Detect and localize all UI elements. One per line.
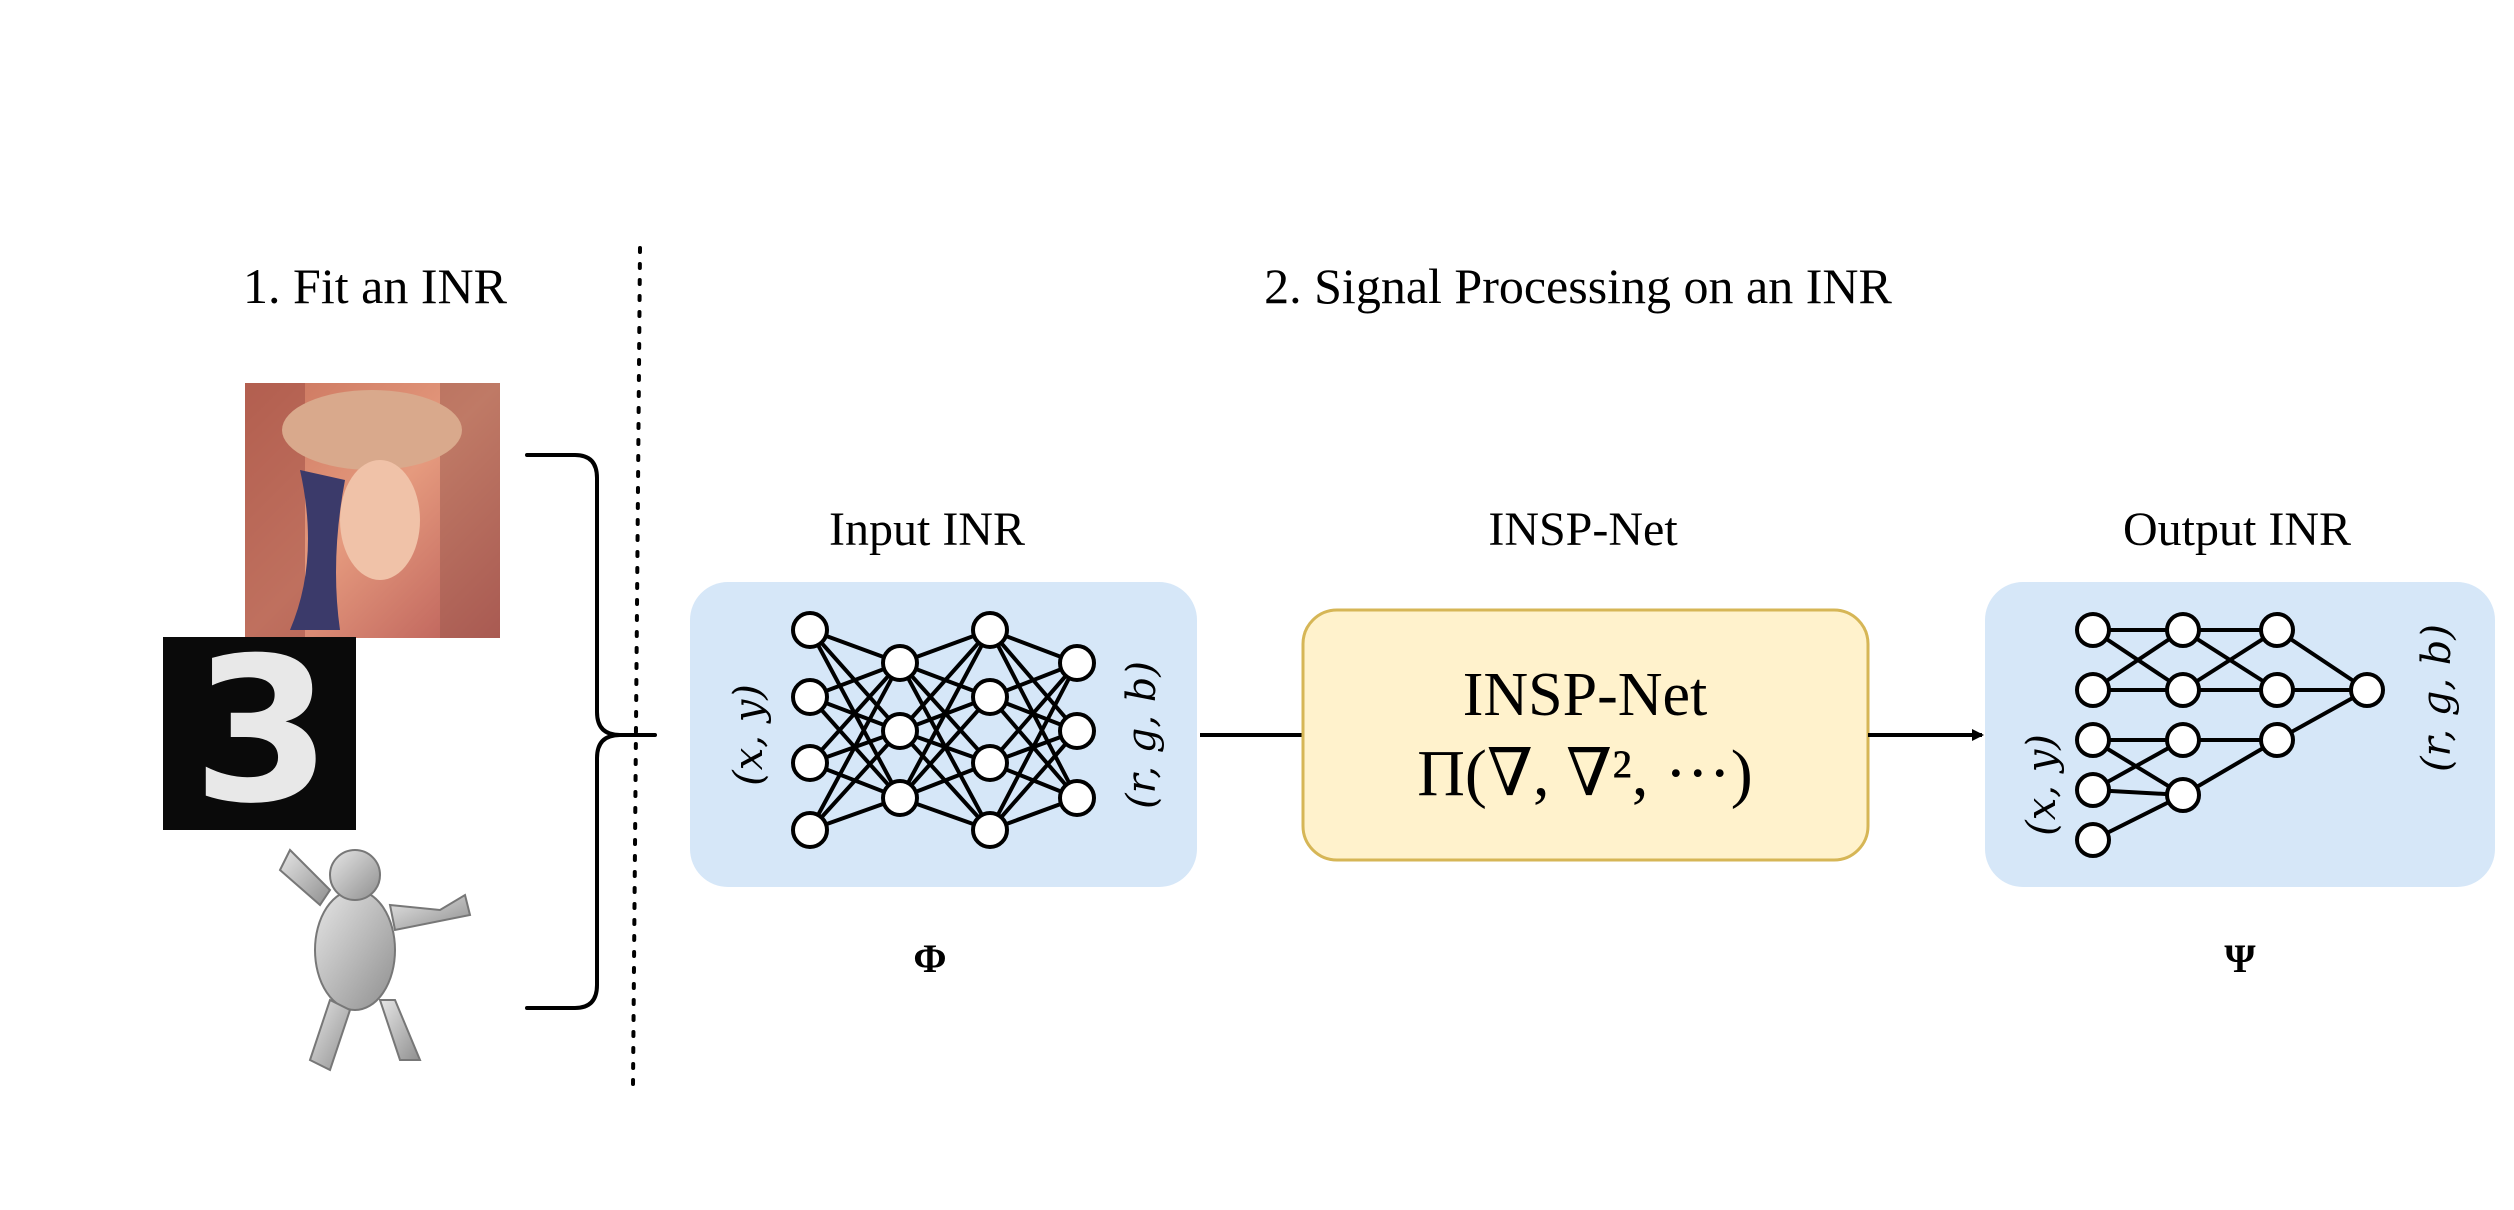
network-node: [791, 811, 829, 849]
input-inr-output-var: (r, g, b): [1119, 661, 1165, 809]
section-2-title: 2. Signal Processing on an INR: [1264, 258, 1892, 314]
output-inr-output-var: (r, g, b): [2414, 624, 2460, 772]
network-node: [2165, 722, 2201, 758]
network-node: [971, 678, 1009, 716]
portrait-photo-icon: [245, 383, 500, 638]
network-node: [2165, 777, 2201, 813]
network-node: [2165, 612, 2201, 648]
network-edge: [988, 661, 1079, 765]
input-inr-network-icon: [791, 611, 1096, 849]
input-inr-symbol: Φ: [913, 936, 946, 981]
network-node: [971, 611, 1009, 649]
network-node: [2259, 612, 2295, 648]
network-node: [1058, 712, 1096, 750]
network-node: [2075, 672, 2111, 708]
input-inr-input-var: (x, y): [726, 684, 772, 786]
section-1-title: 1. Fit an INR: [243, 258, 508, 314]
network-node: [2165, 672, 2201, 708]
network-node: [1058, 779, 1096, 817]
armadillo-mesh-icon: [278, 848, 472, 1072]
network-edge: [988, 729, 1079, 832]
network-node: [2075, 612, 2111, 648]
output-inr-label: Output INR: [2123, 503, 2351, 556]
network-edge: [898, 628, 992, 733]
network-node: [2075, 772, 2111, 808]
network-node: [1058, 644, 1096, 682]
output-inr-network-icon: [2075, 612, 2385, 858]
output-inr-box: [1985, 582, 2495, 887]
network-node: [2259, 722, 2295, 758]
output-inr-symbol: Ψ: [2224, 936, 2256, 981]
network-node: [971, 744, 1009, 782]
network-node: [2349, 672, 2385, 708]
network-edge: [898, 695, 992, 800]
network-edge: [988, 662, 1079, 831]
mnist-digit-icon: 3: [163, 615, 356, 848]
insp-net-formula: Π(∇, ∇², ···): [1417, 737, 1753, 810]
network-node: [791, 678, 829, 716]
network-node: [2075, 822, 2111, 858]
network-node: [791, 611, 829, 649]
section-divider: [631, 246, 642, 1087]
network-edge: [2091, 628, 2185, 692]
mnist-digit-glyph: 3: [192, 615, 331, 848]
input-inr-label: Input INR: [829, 503, 1025, 556]
network-node: [971, 811, 1009, 849]
network-edge: [898, 629, 992, 799]
input-brace: [525, 453, 657, 1010]
network-node: [2259, 672, 2295, 708]
network-node: [791, 744, 829, 782]
insp-net-label: INSP-Net: [1488, 503, 1678, 556]
insp-net-box: [1301, 608, 1870, 862]
network-edge: [2275, 628, 2369, 692]
network-edge: [2181, 738, 2279, 797]
network-node: [2075, 722, 2111, 758]
insp-net-inner-title: INSP-Net: [1463, 661, 1708, 729]
network-edge: [2181, 628, 2279, 692]
output-inr-input-var: (x, y): [2019, 734, 2065, 836]
network-edge: [808, 661, 902, 765]
network-node: [881, 712, 919, 750]
network-edge: [808, 729, 902, 832]
network-edge: [808, 662, 902, 831]
network-node: [881, 779, 919, 817]
network-node: [881, 644, 919, 682]
